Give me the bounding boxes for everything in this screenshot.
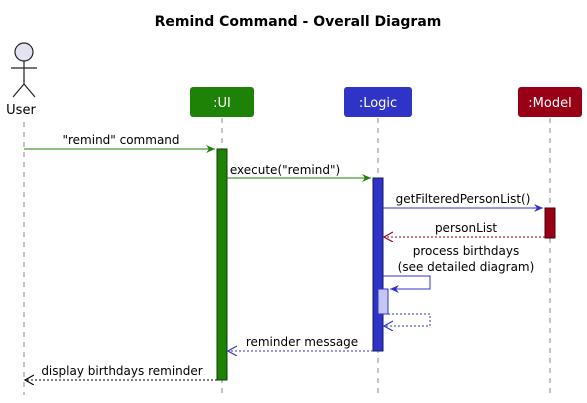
- display-reminder-label: display birthdays reminder: [41, 364, 202, 378]
- reminder-message-label: reminder message: [246, 335, 358, 349]
- user-label: User: [6, 103, 36, 118]
- remind-command-label: "remind" command: [62, 133, 179, 147]
- user-actor-icon: [11, 42, 37, 98]
- ui-participant-label: :UI: [213, 96, 231, 111]
- model-activation-bar: [544, 207, 556, 239]
- logic-nested-activation-bar: [377, 288, 389, 315]
- diagram-title: Remind Command - Overall Diagram: [155, 14, 442, 30]
- execute-label: execute("remind"): [230, 163, 340, 177]
- ui-activation-bar: [216, 148, 228, 381]
- ui-participant-box: [190, 87, 254, 117]
- logic-activation-bar: [372, 177, 384, 352]
- process-birthdays-arrow: [383, 275, 431, 293]
- get-filtered-person-list-label: getFilteredPersonList(): [396, 192, 531, 206]
- person-list-label: personList: [435, 221, 497, 235]
- process-birthdays-label: process birthdays: [413, 244, 519, 258]
- model-participant-box: [518, 87, 582, 117]
- process-birthdays-return-arrow: [384, 313, 431, 326]
- model-participant-label: :Model: [528, 96, 571, 111]
- logic-participant-label: :Logic: [359, 96, 397, 111]
- logic-participant-box: [344, 87, 412, 117]
- process-birthdays-sublabel: (see detailed diagram): [398, 260, 535, 274]
